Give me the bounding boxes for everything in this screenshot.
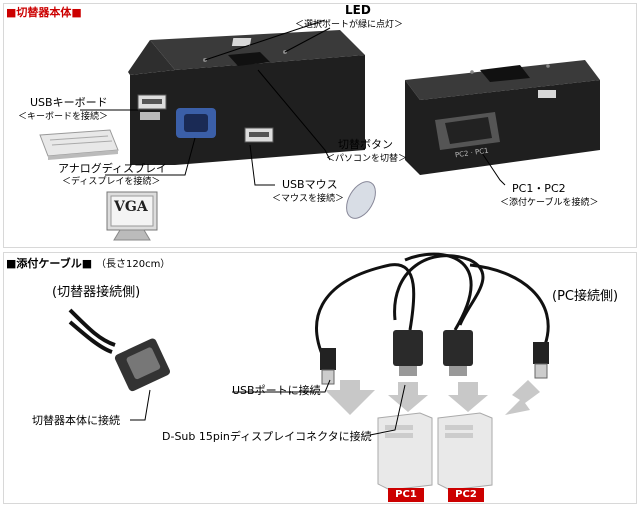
- cable-title: ■添付ケーブル■: [6, 257, 93, 270]
- section-title-unit: ■切替器本体■: [6, 6, 82, 19]
- analog-display-label: アナログディスプレイ: [58, 162, 168, 175]
- pc1-tower: [377, 412, 433, 491]
- cable-illustration: [315, 252, 550, 371]
- pc2-badge: PC2: [448, 488, 484, 502]
- vga-logo: VGA: [114, 199, 148, 215]
- cable-panel: [3, 252, 637, 504]
- kvm-switch-front: [128, 30, 365, 165]
- dsub-label: D-Sub 15pinディスプレイコネクタに接続: [162, 430, 372, 443]
- led-sub: ＜選択ポートが緑に点灯＞: [295, 20, 404, 30]
- pc1-badge: PC1: [388, 488, 424, 502]
- mouse-icon: [346, 181, 376, 219]
- switch-button-sub: ＜パソコンを切替＞: [326, 154, 408, 164]
- keyboard-icon: [39, 129, 119, 160]
- vga-monitor-icon: [106, 191, 158, 241]
- usb-keyboard-label: USBキーボード: [30, 96, 108, 109]
- connection-arrows: [325, 380, 540, 415]
- pc2-tower: [437, 412, 493, 491]
- usb-mouse-sub: ＜マウスを接続＞: [272, 194, 345, 204]
- pc-side-label: (PC接続側): [552, 289, 619, 304]
- switch-button-label: 切替ボタン: [338, 138, 393, 151]
- usb-port-label: USBポートに接続: [232, 384, 321, 397]
- led-label: LED: [345, 3, 371, 17]
- usb-keyboard-sub: ＜キーボードを接続＞: [18, 112, 109, 122]
- analog-display-sub: ＜ディスプレイを接続＞: [62, 177, 161, 187]
- usb-plug-right: [533, 342, 549, 379]
- pc-ports-label: PC1・PC2: [512, 182, 566, 195]
- vga-plug-1: [393, 330, 423, 376]
- section-title-cable: ■添付ケーブル■ （長さ120cm）: [6, 255, 170, 271]
- connect-body-label: 切替器本体に接続: [32, 414, 120, 427]
- usb-plug-left: [320, 348, 336, 385]
- usb-mouse-label: USBマウス: [282, 178, 338, 191]
- vga-plug-2: [443, 330, 473, 376]
- pc-ports-sub: ＜添付ケーブルを接続＞: [500, 198, 599, 208]
- cable-length-note: （長さ120cm）: [95, 259, 171, 270]
- switch-side-connector: [68, 308, 170, 392]
- switch-side-label: (切替器接続側): [52, 285, 141, 300]
- kvm-switch-back: [405, 60, 600, 175]
